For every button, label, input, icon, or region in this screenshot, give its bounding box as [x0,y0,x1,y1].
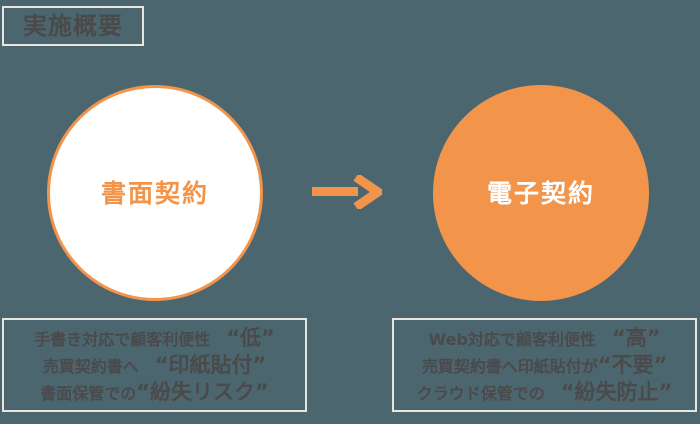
caption-text: 手書き対応で顧客利便性 [34,329,227,349]
caption-line: クラウド保管での “紛失防止” [416,379,673,404]
arrow-right-icon [312,173,386,211]
before-state-circle: 書面契約 [47,85,263,301]
caption-line: 売買契約書へ印紙貼付が“不要” [421,352,668,377]
caption-highlight: “印紙貼付” [154,352,267,377]
caption-highlight: “紛失防止” [560,379,673,404]
caption-line: 売買契約書へ “印紙貼付” [42,352,267,377]
caption-text: Web対応で顧客利便性 [428,329,612,349]
before-state-caption-box: 手書き対応で顧客利便性 “低” 売買契約書へ “印紙貼付” 書面保管での“紛失リ… [2,318,307,412]
caption-highlight: “高” [611,325,661,350]
caption-line: Web対応で顧客利便性 “高” [428,325,661,350]
after-state-label: 電子契約 [486,178,595,208]
page-title: 実施概要 [23,12,123,40]
caption-highlight: “紛失リスク” [136,379,269,404]
caption-highlight: “低” [226,325,275,350]
caption-highlight: “不要” [597,352,668,377]
caption-text: クラウド保管での [416,383,561,403]
caption-text: 売買契約書へ [42,356,155,376]
caption-text: 売買契約書へ印紙貼付が [421,356,598,376]
after-state-circle: 電子契約 [433,85,649,301]
after-state-caption-box: Web対応で顧客利便性 “高” 売買契約書へ印紙貼付が“不要” クラウド保管での… [392,318,697,412]
section-title-box: 実施概要 [2,6,144,46]
before-state-label: 書面契約 [100,178,209,208]
caption-line: 書面保管での“紛失リスク” [40,379,269,404]
caption-line: 手書き対応で顧客利便性 “低” [34,325,275,350]
caption-text: 書面保管での [40,383,137,403]
